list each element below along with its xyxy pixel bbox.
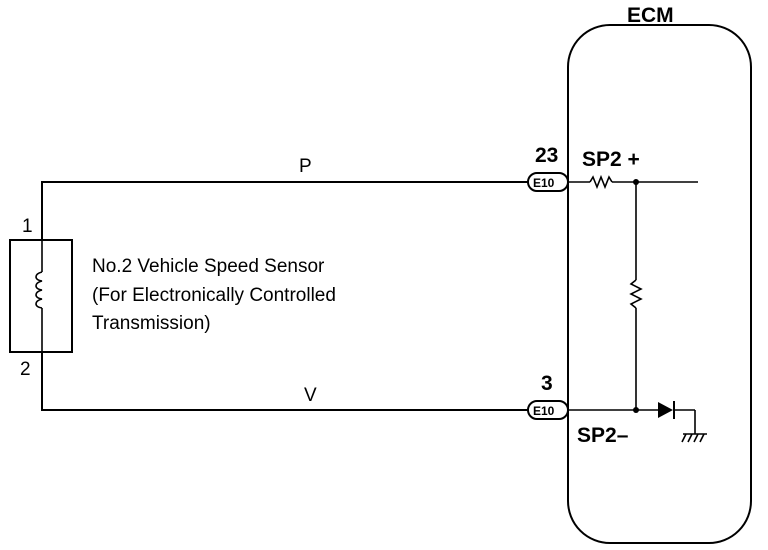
connector-top-name: E10	[533, 176, 555, 190]
sensor-coil-icon	[35, 240, 43, 352]
ecm-box	[567, 24, 752, 544]
sensor-label-line-1: No.2 Vehicle Speed Sensor	[92, 256, 325, 277]
ecm-title: ECM	[627, 4, 674, 27]
sensor-label-line-3: Transmission)	[92, 313, 211, 334]
sensor-pin-1: 1	[22, 216, 33, 237]
connector-bottom-pin: 3	[541, 372, 553, 395]
wire-v-label: V	[304, 385, 317, 406]
pull-resistor	[629, 279, 643, 309]
wire-p-label: P	[299, 156, 312, 177]
connector-bottom-name: E10	[533, 404, 555, 418]
connector-top-pin: 23	[535, 144, 558, 167]
junction-bottom	[633, 407, 639, 413]
terminal-sp2-plus: SP2 +	[582, 148, 640, 171]
ground-icon	[681, 433, 707, 443]
speed-sensor-body	[9, 239, 73, 353]
sensor-pin-2: 2	[20, 359, 31, 380]
series-resistor	[589, 174, 613, 190]
diode-icon	[658, 401, 675, 419]
terminal-sp2-minus: SP2–	[577, 424, 629, 447]
sensor-label-line-2: (For Electronically Controlled	[92, 285, 336, 306]
wire-p	[41, 181, 528, 240]
wire-v	[41, 352, 528, 411]
